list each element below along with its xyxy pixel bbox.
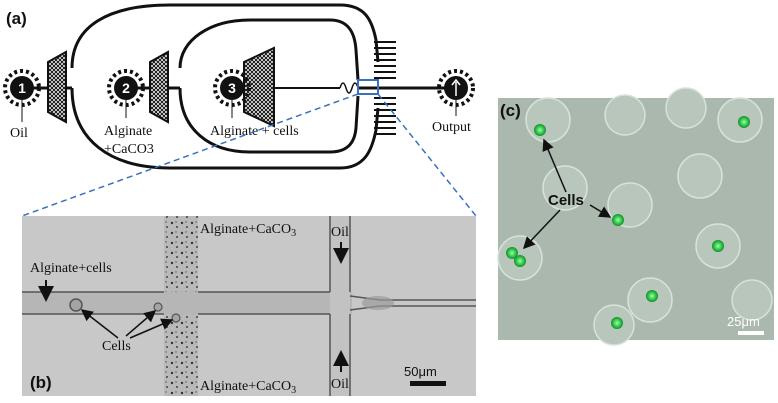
- inlet-1-number: 1: [18, 80, 26, 96]
- inlet-2: 2: [107, 69, 145, 107]
- cells-c-arrow-2: [589, 204, 612, 218]
- green-cell: [611, 317, 623, 329]
- outlet: [437, 69, 475, 107]
- green-cell: [738, 116, 750, 128]
- outer-channel-bottom: [70, 87, 380, 170]
- green-cell: [506, 247, 518, 259]
- label-alginate-top: Alginate+CaCO3: [200, 222, 296, 239]
- fluorescent-cells: [506, 116, 750, 329]
- green-cell: [612, 214, 624, 226]
- filter-2: [149, 50, 169, 124]
- cells-c-arrow-3: [522, 209, 561, 250]
- cells-arrow-3: [129, 318, 174, 339]
- filter-3: [243, 46, 275, 128]
- scale-bar-c-label: 25μm: [727, 314, 760, 329]
- scale-bar-b: [410, 381, 446, 386]
- panel-a-letter: (a): [6, 9, 27, 28]
- cell-1: [69, 298, 83, 312]
- inner-channel-bottom: [178, 87, 360, 154]
- outer-channel: [70, 3, 380, 69]
- resistor-bottom: [374, 97, 396, 135]
- droplet-neck: [362, 296, 394, 310]
- scale-bar-c: [738, 331, 764, 335]
- inner-channel: [178, 18, 360, 81]
- label-alginate-bottom: Alginate+CaCO3: [200, 379, 296, 396]
- label-output: Output: [432, 120, 471, 135]
- serpentine-channel: [339, 82, 359, 94]
- label-oil: Oil: [10, 126, 28, 141]
- panel-c-letter: (c): [500, 101, 521, 120]
- cell-3: [171, 313, 181, 323]
- inlet-1: 1: [3, 69, 41, 107]
- label-alginate-line2: +CaCO3: [104, 142, 154, 157]
- filter-1: [47, 50, 67, 124]
- label-cells-b: Cells: [102, 339, 131, 354]
- cells-arrow-2: [125, 310, 157, 337]
- resistor-top: [374, 41, 396, 79]
- panel-c: Cells (c) 25μm: [497, 87, 774, 346]
- zoom-line-left: [21, 93, 359, 217]
- panel-a: (a) 1: [3, 3, 475, 170]
- label-alginate-cells-b: Alginate+cells: [30, 261, 112, 276]
- inlet-3-number: 3: [228, 80, 236, 96]
- cells-arrow-1: [80, 309, 119, 339]
- cell-2: [153, 302, 163, 312]
- panel-b-letter: (b): [30, 373, 52, 392]
- green-cell: [534, 124, 546, 136]
- label-oil-top: Oil: [331, 225, 349, 240]
- inlet-3: 3: [213, 69, 251, 107]
- panel-b: Alginate+CaCO3 Alginate+CaCO3 Oil Oil Al…: [22, 216, 476, 396]
- scale-bar-b-label: 50μm: [404, 364, 437, 379]
- label-oil-bottom: Oil: [331, 377, 349, 392]
- label-cells-c: Cells: [548, 192, 584, 209]
- green-cell: [514, 255, 526, 267]
- green-cell: [646, 290, 658, 302]
- zoom-region-box: [357, 79, 379, 95]
- inlet-2-number: 2: [122, 80, 130, 96]
- label-alginate-line1: Alginate: [104, 124, 152, 139]
- cells-c-arrow-1: [542, 138, 567, 193]
- green-cell: [712, 240, 724, 252]
- zoom-line-right: [377, 93, 477, 217]
- main-horizontal-channel: [22, 292, 352, 314]
